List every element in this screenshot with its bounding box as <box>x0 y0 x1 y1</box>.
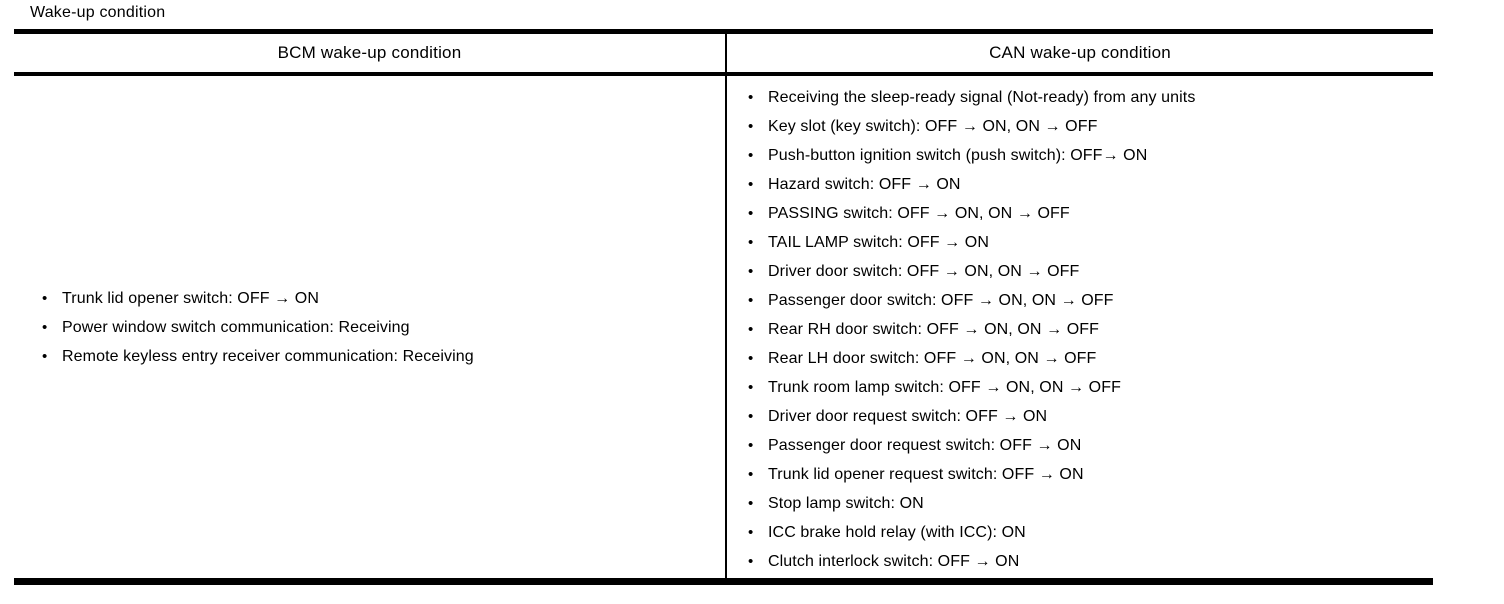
bullet-icon: • <box>748 466 754 483</box>
list-item: • PASSING switch: OFF → ON, ON → OFF <box>748 199 1433 228</box>
list-item-text: Receiving the sleep-ready signal (Not-re… <box>768 89 1196 106</box>
list-item-text: PASSING switch: OFF → ON, ON → OFF <box>768 205 1070 222</box>
list-item-text: ICC brake hold relay (with ICC): ON <box>768 524 1026 541</box>
list-item: • Rear RH door switch: OFF → ON, ON → OFF <box>748 315 1433 344</box>
section-title: Wake-up condition <box>30 4 166 21</box>
bullet-icon: • <box>748 176 754 193</box>
bullet-icon: • <box>748 379 754 396</box>
list-item: • Rear LH door switch: OFF → ON, ON → OFF <box>748 344 1433 373</box>
list-item-text: Rear RH door switch: OFF → ON, ON → OFF <box>768 321 1100 338</box>
bullet-icon: • <box>748 495 754 512</box>
list-item-text: Hazard switch: OFF → ON <box>768 176 961 193</box>
bullet-icon: • <box>748 437 754 454</box>
table-body-row: • Trunk lid opener switch: OFF → ON • Power… <box>14 76 1433 578</box>
list-item: • Receiving the sleep-ready signal (Not-r… <box>748 83 1433 112</box>
list-item-text: Remote keyless entry receiver communicat… <box>62 347 474 365</box>
list-item: • ICC brake hold relay (with ICC): ON <box>748 518 1433 547</box>
list-item-text: Passenger door switch: OFF → ON, ON → OF… <box>768 292 1114 309</box>
list-item-text: Trunk room lamp switch: OFF → ON, ON → O… <box>768 379 1121 396</box>
bullet-icon: • <box>748 553 754 570</box>
list-item-text: Passenger door request switch: OFF → ON <box>768 437 1082 454</box>
list-item: • Stop lamp switch: ON <box>748 489 1433 518</box>
bullet-icon: • <box>748 292 754 309</box>
bullet-icon: • <box>748 524 754 541</box>
list-item-text: Rear LH door switch: OFF → ON, ON → OFF <box>768 350 1097 367</box>
list-item: • Trunk lid opener switch: OFF → ON <box>42 284 474 313</box>
bullet-icon: • <box>748 89 754 106</box>
list-item: • Power window switch communication: Rece… <box>42 313 474 342</box>
list-item: • TAIL LAMP switch: OFF → ON <box>748 228 1433 257</box>
bullet-icon: • <box>42 289 48 307</box>
wakeup-condition-table: BCM wake-up condition CAN wake-up condit… <box>14 29 1433 585</box>
list-item-text: Stop lamp switch: ON <box>768 495 924 512</box>
list-item: • Trunk lid opener request switch: OFF → … <box>748 460 1433 489</box>
cell-bcm-conditions: • Trunk lid opener switch: OFF → ON • Power… <box>14 76 727 578</box>
bullet-icon: • <box>748 321 754 338</box>
cell-can-conditions: • Receiving the sleep-ready signal (Not-r… <box>727 76 1433 578</box>
list-item-text: Driver door switch: OFF → ON, ON → OFF <box>768 263 1080 280</box>
list-item: • Remote keyless entry receiver communica… <box>42 342 474 371</box>
list-item: • Passenger door switch: OFF → ON, ON → O… <box>748 286 1433 315</box>
bullet-icon: • <box>748 408 754 425</box>
can-condition-list: • Receiving the sleep-ready signal (Not-r… <box>748 83 1433 576</box>
list-item: • Hazard switch: OFF → ON <box>748 170 1433 199</box>
list-item: • Passenger door request switch: OFF → ON <box>748 431 1433 460</box>
list-item: • Clutch interlock switch: OFF → ON <box>748 547 1433 576</box>
header-can-wakeup-condition: CAN wake-up condition <box>989 43 1171 62</box>
bcm-condition-list: • Trunk lid opener switch: OFF → ON • Power… <box>42 284 474 371</box>
bullet-icon: • <box>748 147 754 164</box>
list-item-text: Trunk lid opener switch: OFF → ON <box>62 289 319 307</box>
table-header-row: BCM wake-up condition CAN wake-up condit… <box>14 34 1433 76</box>
bullet-icon: • <box>42 318 48 336</box>
list-item-text: TAIL LAMP switch: OFF → ON <box>768 234 990 251</box>
list-item-text: Power window switch communication: Recei… <box>62 318 410 336</box>
header-bcm-wakeup-condition: BCM wake-up condition <box>14 34 727 72</box>
list-item-text: Key slot (key switch): OFF → ON, ON → OF… <box>768 118 1098 135</box>
list-item: • Driver door switch: OFF → ON, ON → OFF <box>748 257 1433 286</box>
bullet-icon: • <box>748 118 754 135</box>
bullet-icon: • <box>748 205 754 222</box>
bullet-icon: • <box>748 234 754 251</box>
bullet-icon: • <box>748 263 754 280</box>
list-item: • Trunk room lamp switch: OFF → ON, ON → … <box>748 373 1433 402</box>
list-item: • Driver door request switch: OFF → ON <box>748 402 1433 431</box>
list-item-text: Push-button ignition switch (push switch… <box>768 147 1148 164</box>
list-item-text: Clutch interlock switch: OFF → ON <box>768 553 1020 570</box>
list-item-text: Driver door request switch: OFF → ON <box>768 408 1048 425</box>
bullet-icon: • <box>42 347 48 365</box>
list-item: • Key slot (key switch): OFF → ON, ON → O… <box>748 112 1433 141</box>
bullet-icon: • <box>748 350 754 367</box>
list-item: • Push-button ignition switch (push switc… <box>748 141 1433 170</box>
list-item-text: Trunk lid opener request switch: OFF → O… <box>768 466 1084 483</box>
